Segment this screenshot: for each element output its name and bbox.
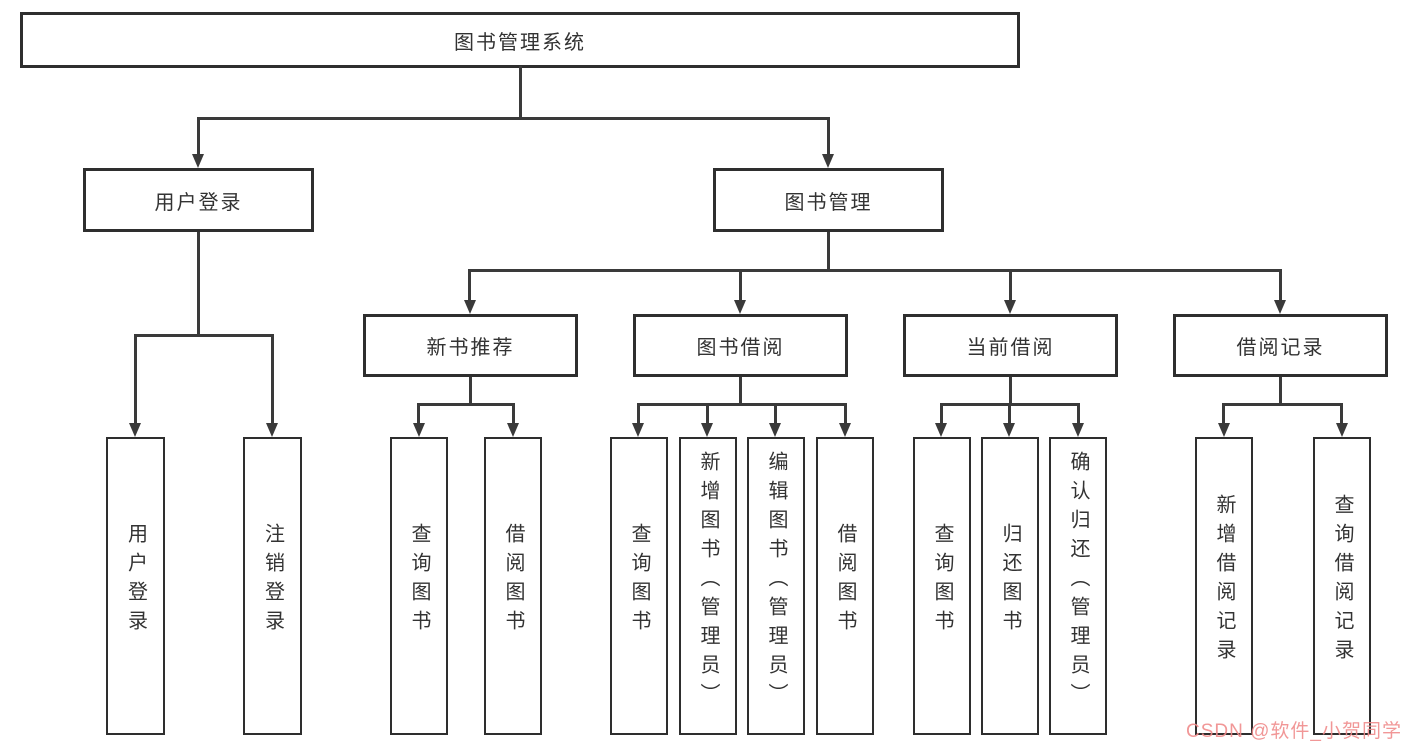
connector-line: [468, 269, 1282, 272]
connector-line: [197, 117, 830, 120]
node-library-system: 图书管理系统: [20, 12, 1020, 68]
node-book-management: 图书管理: [713, 168, 944, 232]
connector-line: [739, 377, 742, 406]
leaf-edit-books-admin: 编辑图书（管理员）: [747, 437, 805, 735]
connector-line: [469, 377, 472, 406]
arrow-down-icon: [734, 300, 746, 314]
leaf-add-books-admin: 新增图书（管理员）: [679, 437, 737, 735]
node-book-borrowing: 图书借阅: [633, 314, 848, 377]
leaf-query-books-borrowing: 查询图书: [610, 437, 668, 735]
csdn-watermark: CSDN @软件_小贺同学: [1186, 721, 1402, 742]
connector-line: [1222, 403, 1343, 406]
connector-line: [1009, 377, 1012, 406]
arrow-down-icon: [1336, 423, 1348, 437]
connector-line: [827, 232, 830, 272]
node-current-borrowing: 当前借阅: [903, 314, 1118, 377]
leaf-return-books: 归还图书: [981, 437, 1039, 735]
leaf-query-borrow-record: 查询借阅记录: [1313, 437, 1371, 735]
arrow-down-icon: [839, 423, 851, 437]
arrow-down-icon: [1003, 423, 1015, 437]
connector-line: [940, 403, 943, 425]
connector-line: [519, 66, 522, 118]
connector-line: [1279, 377, 1282, 406]
arrow-down-icon: [1218, 423, 1230, 437]
arrow-down-icon: [822, 154, 834, 168]
arrow-down-icon: [935, 423, 947, 437]
connector-line: [1340, 403, 1343, 425]
leaf-borrow-books-borrowing: 借阅图书: [816, 437, 874, 735]
arrow-down-icon: [266, 423, 278, 437]
node-new-book-recommendation: 新书推荐: [363, 314, 578, 377]
arrow-down-icon: [1004, 300, 1016, 314]
connector-line: [1222, 403, 1225, 425]
connector-line: [417, 403, 515, 406]
connector-line: [1008, 403, 1011, 425]
connector-line: [844, 403, 847, 425]
connector-line: [637, 403, 847, 406]
arrow-down-icon: [1274, 300, 1286, 314]
connector-line: [827, 117, 830, 156]
arrow-down-icon: [1072, 423, 1084, 437]
connector-line: [739, 269, 742, 302]
connector-line: [417, 403, 420, 425]
arrow-down-icon: [129, 423, 141, 437]
leaf-logout: 注销登录: [243, 437, 302, 735]
connector-line: [1009, 269, 1012, 302]
leaf-borrow-books-recommend: 借阅图书: [484, 437, 542, 735]
leaf-query-books-recommend: 查询图书: [390, 437, 448, 735]
arrow-down-icon: [464, 300, 476, 314]
connector-line: [197, 232, 200, 335]
connector-line: [637, 403, 640, 425]
arrow-down-icon: [769, 423, 781, 437]
node-user-login: 用户登录: [83, 168, 314, 232]
connector-line: [706, 403, 709, 425]
connector-line: [512, 403, 515, 425]
connector-line: [134, 334, 274, 337]
leaf-confirm-return-admin: 确认归还（管理员）: [1049, 437, 1107, 735]
arrow-down-icon: [413, 423, 425, 437]
connector-line: [197, 117, 200, 156]
connector-line: [134, 334, 137, 425]
leaf-add-borrow-record: 新增借阅记录: [1195, 437, 1253, 735]
arrow-down-icon: [507, 423, 519, 437]
arrow-down-icon: [192, 154, 204, 168]
leaf-query-books-current: 查询图书: [913, 437, 971, 735]
connector-line: [774, 403, 777, 425]
leaf-user-login: 用户登录: [106, 437, 165, 735]
connector-line: [1077, 403, 1080, 425]
connector-line: [1279, 269, 1282, 302]
arrow-down-icon: [632, 423, 644, 437]
arrow-down-icon: [701, 423, 713, 437]
node-borrowing-records: 借阅记录: [1173, 314, 1388, 377]
connector-line: [468, 269, 471, 302]
connector-line: [271, 334, 274, 425]
